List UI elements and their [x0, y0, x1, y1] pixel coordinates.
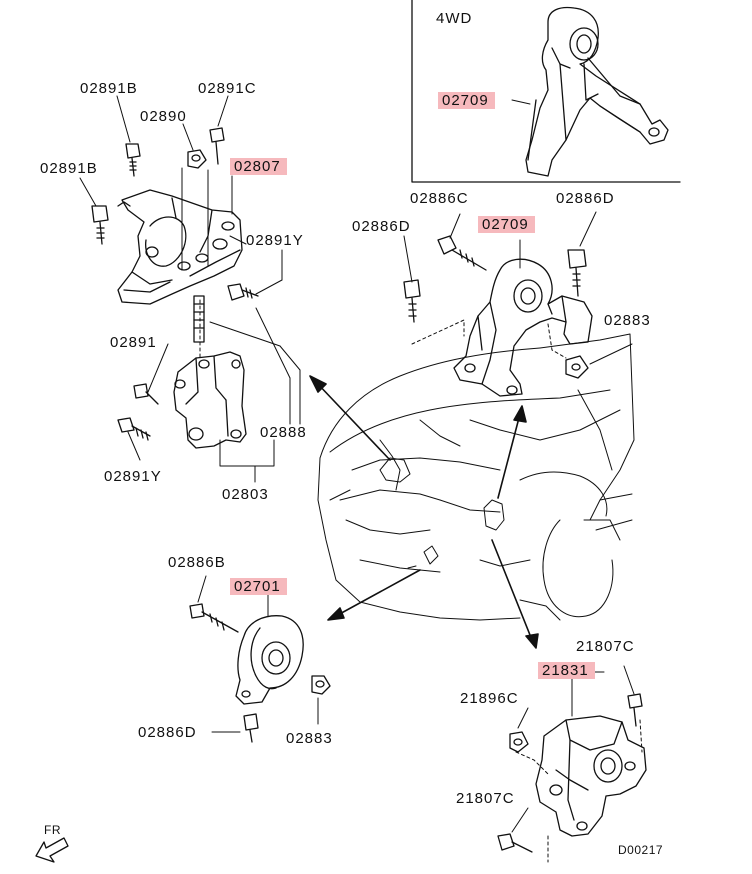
inset-title: 4WD	[436, 10, 473, 27]
label-02891y-bot: 02891Y	[104, 468, 162, 485]
bolts-02891	[117, 383, 159, 441]
leaders-upper-right	[403, 99, 633, 365]
label-02883-top: 02883	[604, 312, 651, 329]
label-02886d-bot: 02886D	[138, 724, 197, 741]
label-02803: 02803	[222, 486, 269, 503]
mount-02807	[117, 189, 243, 305]
label-02891: 02891	[110, 334, 157, 351]
bolts-upper-left	[91, 127, 259, 343]
label-02709: 02709	[478, 216, 535, 233]
pointer-arrows	[309, 375, 539, 649]
label-02701: 02701	[230, 578, 287, 595]
label-02886b: 02886B	[168, 554, 226, 571]
label-02891b-top: 02891B	[80, 80, 138, 97]
leaders-lower-left	[197, 575, 319, 733]
bolts-upper-right	[403, 235, 589, 379]
vehicle-body	[317, 333, 635, 621]
label-inset-02709: 02709	[438, 92, 495, 109]
mount-02709	[453, 258, 593, 397]
label-02891y-top: 02891Y	[246, 232, 304, 249]
label-02890: 02890	[140, 108, 187, 125]
mount-21831	[497, 693, 647, 853]
label-02891b-left: 02891B	[40, 160, 98, 177]
label-21831: 21831	[538, 662, 595, 679]
label-02886d-right: 02886D	[556, 190, 615, 207]
bracket-02803	[173, 351, 247, 449]
front-label: FR	[44, 823, 61, 837]
diagram-code: D00217	[618, 843, 664, 857]
inset-frame	[411, 0, 681, 183]
leaders-upper-left	[79, 95, 301, 483]
label-21896c: 21896C	[460, 690, 519, 707]
label-21807c-bot: 21807C	[456, 790, 515, 807]
label-02891c: 02891C	[198, 80, 257, 97]
label-02807: 02807	[230, 158, 287, 175]
front-arrow-icon	[35, 837, 69, 863]
label-02883-bot: 02883	[286, 730, 333, 747]
inset-bracket-02709	[525, 6, 669, 177]
label-02886d-top: 02886D	[352, 218, 411, 235]
label-21807c-top: 21807C	[576, 638, 635, 655]
label-02888: 02888	[260, 424, 307, 441]
mount-02701	[189, 603, 331, 743]
label-02886c: 02886C	[410, 190, 469, 207]
